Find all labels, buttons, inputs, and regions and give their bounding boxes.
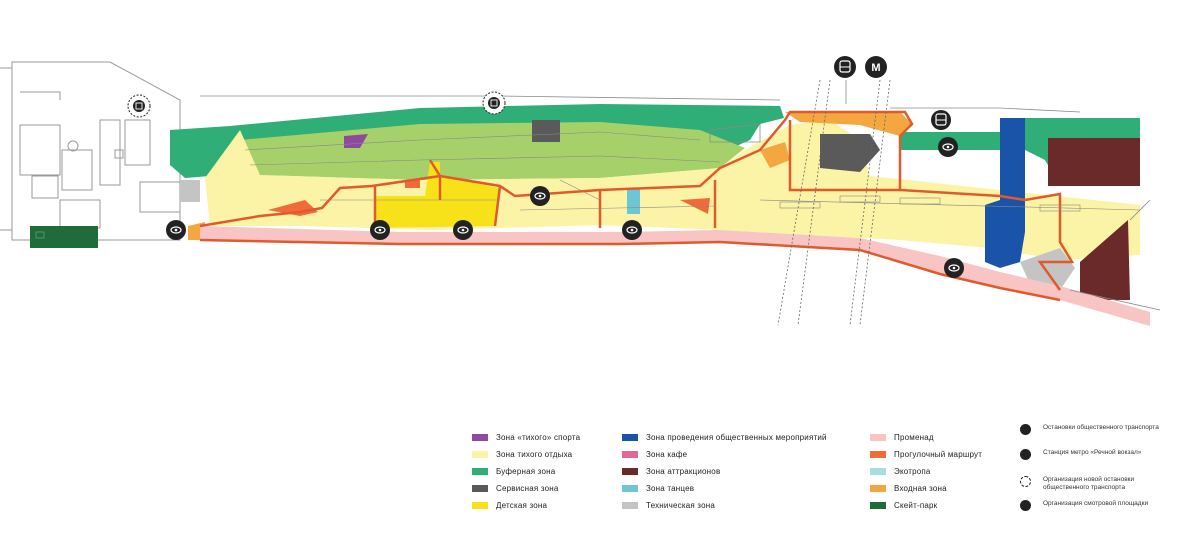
children-zone	[375, 162, 500, 228]
dance-zone	[627, 188, 640, 214]
new-stop-icon[interactable]	[127, 94, 151, 118]
legend-item: Зона проведения общественных мероприятий	[622, 432, 827, 442]
rail-lines	[777, 79, 891, 326]
legend-swatch	[870, 501, 886, 509]
legend-item: Буферная зона	[472, 466, 555, 476]
legend-swatch	[472, 467, 488, 475]
metro-icon	[1020, 449, 1031, 460]
legend-item: Променад	[870, 432, 934, 442]
legend-icon-label: Организация новой остановки общественног…	[1043, 476, 1135, 491]
legend-label: Зона проведения общественных мероприятий	[646, 432, 827, 442]
legend-icon-label: Организация смотровой площадки	[1043, 500, 1149, 507]
legend-label: Зона аттракционов	[646, 466, 721, 476]
legend-label: Входная зона	[894, 483, 947, 493]
entrance-zone-1	[760, 142, 790, 168]
legend-icon-item: Остановки общественного транспорта	[1020, 424, 1170, 435]
legend-swatch	[622, 484, 638, 492]
legend-item: Зона «тихого» спорта	[472, 432, 580, 442]
legend-swatch	[870, 467, 886, 475]
bus-stop-icon	[1020, 424, 1031, 435]
legend-swatch	[472, 450, 488, 458]
legend-icon-label: Остановки общественного транспорта	[1043, 424, 1159, 431]
legend-label: Прогулочный маршрут	[894, 449, 983, 459]
park-paths	[244, 131, 1141, 212]
legend-label: Зона танцев	[646, 483, 695, 493]
viewpoint-icon[interactable]	[166, 220, 186, 240]
technical-zone	[1020, 248, 1075, 290]
legend-swatch	[622, 501, 638, 509]
legend-item: Скейт-парк	[870, 500, 937, 510]
bus-stop-markers	[127, 56, 951, 130]
legend-swatch	[472, 484, 488, 492]
walk-route-patch-3	[405, 180, 420, 188]
legend-swatch	[472, 501, 488, 509]
metro-icon[interactable]: M	[865, 56, 887, 78]
legend-label: Экотропа	[894, 466, 931, 476]
quiet-sport-zone	[344, 134, 368, 148]
route-outline	[199, 110, 1075, 302]
legend-label: Буферная зона	[496, 466, 556, 476]
legend-swatch	[870, 450, 886, 458]
legend-swatch	[472, 433, 488, 441]
legend-label: Скейт-парк	[894, 500, 938, 510]
viewpoint-icon[interactable]	[938, 137, 958, 157]
viewpoint-icon[interactable]	[622, 220, 642, 240]
legend-item: Экотропа	[870, 466, 931, 476]
legend-swatch	[870, 484, 886, 492]
bus-stop-icon[interactable]	[834, 56, 856, 78]
walk-route-patch-2	[680, 198, 710, 214]
legend-item: Зона тихого отдыха	[472, 449, 572, 459]
entrance-zone-2	[785, 112, 912, 136]
legend-item: Зона танцев	[622, 483, 694, 493]
skatepark-zone	[30, 226, 98, 248]
service-zone-2	[820, 134, 880, 172]
promenade	[200, 226, 1150, 326]
viewpoint-icon[interactable]	[370, 220, 390, 240]
attractions-zone-2	[1080, 220, 1130, 300]
new-stop-icon[interactable]	[482, 91, 506, 115]
legend-item: Техническая зона	[622, 500, 715, 510]
legend-swatch	[622, 450, 638, 458]
legend-item: Сервисная зона	[472, 483, 559, 493]
service-zone-1	[532, 120, 560, 142]
legend-icon-item: Станция метро «Речной вокзал»	[1020, 449, 1170, 460]
legend-item: Детская зона	[472, 500, 547, 510]
viewpoint-icon[interactable]	[944, 258, 964, 278]
legend-item: Входная зона	[870, 483, 947, 493]
svg-text:M: M	[871, 62, 880, 74]
new-stop-icon	[1020, 476, 1031, 487]
viewpoint-icon[interactable]	[530, 186, 550, 206]
legend-item: Прогулочный маршрут	[870, 449, 982, 459]
events-zone	[985, 118, 1025, 268]
legend-icon-item: Организация новой остановки общественног…	[1020, 476, 1170, 492]
legend-label: Детская зона	[496, 500, 548, 510]
viewpoint-icon[interactable]	[453, 220, 473, 240]
legend-icon-label: Станция метро «Речной вокзал»	[1043, 449, 1142, 456]
viewpoint-icon	[1020, 500, 1031, 511]
legend-swatch	[870, 433, 886, 441]
legend-label: Зона кафе	[646, 449, 688, 459]
legend-item: Зона аттракционов	[622, 466, 720, 476]
legend-label: Техническая зона	[646, 500, 715, 510]
attractions-zone-1	[1048, 138, 1140, 186]
legend-label: Зона «тихого» спорта	[496, 432, 581, 442]
legend-swatch	[622, 467, 638, 475]
legend-label: Сервисная зона	[496, 483, 559, 493]
bus-stop-icon[interactable]	[931, 110, 951, 130]
legend-label: Зона тихого отдыха	[496, 449, 573, 459]
legend-swatch	[622, 433, 638, 441]
legend-item: Зона кафе	[622, 449, 687, 459]
legend-label: Променад	[894, 432, 934, 442]
viewpoint-markers	[166, 137, 964, 278]
legend-icon-item: Организация смотровой площадки	[1020, 500, 1170, 511]
